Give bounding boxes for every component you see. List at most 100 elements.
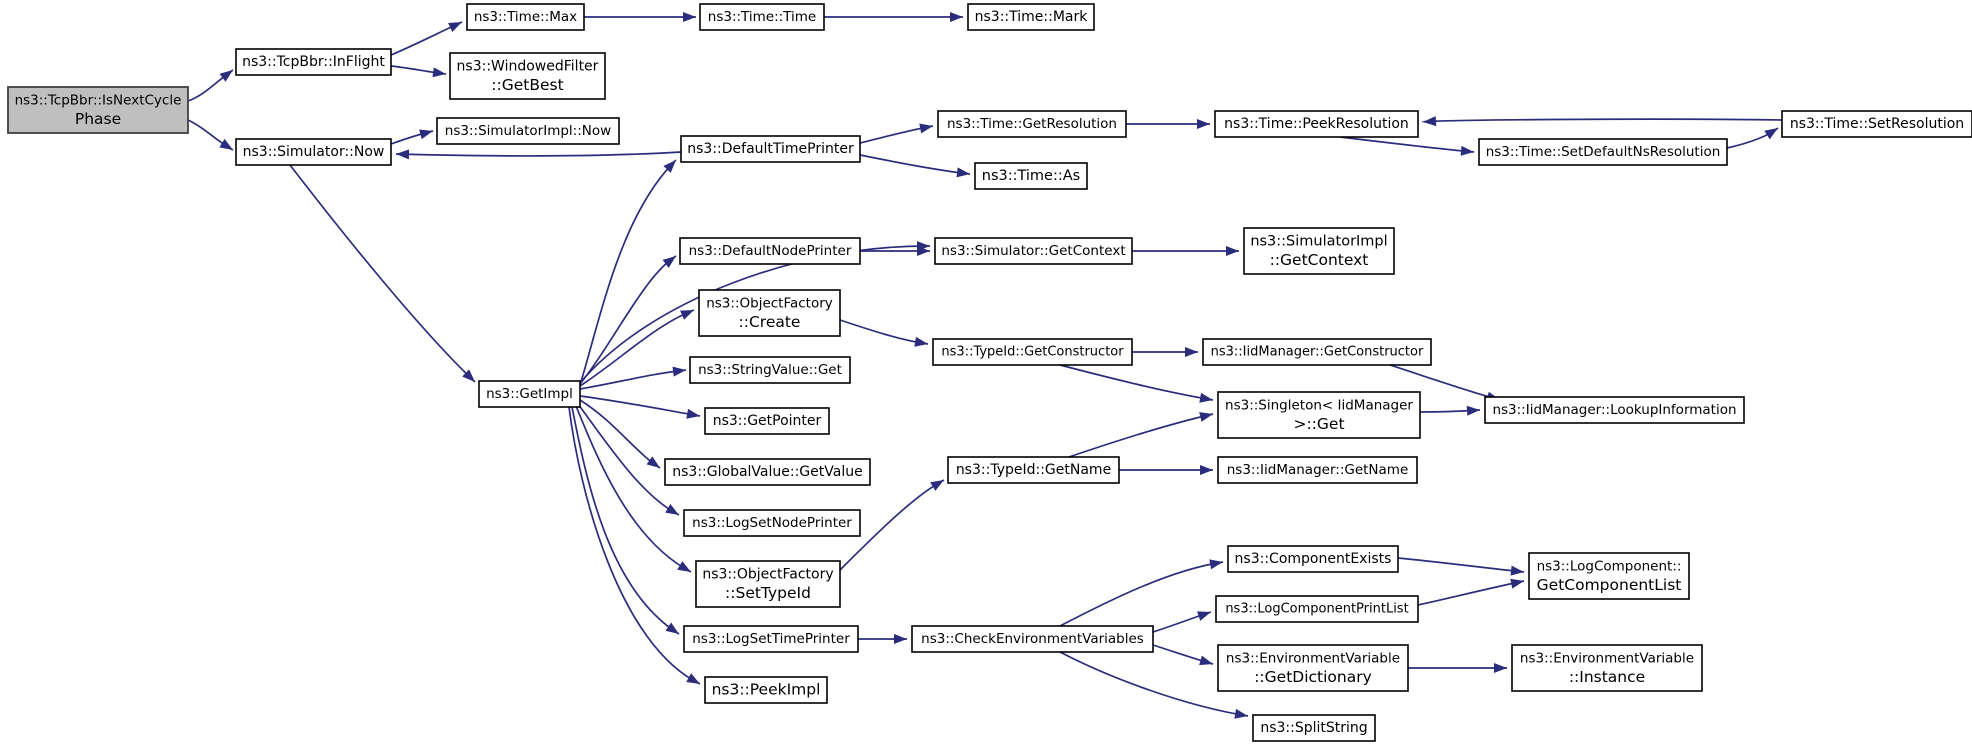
node-box[interactable] (699, 3, 825, 31)
node-box[interactable] (1252, 714, 1376, 742)
graph-node-time-peekresolution[interactable]: ns3::Time::PeekResolution (1214, 110, 1419, 138)
graph-node-time-mark[interactable]: ns3::Time::Mark (967, 3, 1095, 31)
arrowhead-icon (1197, 611, 1211, 621)
graph-node-logsettimeprinter[interactable]: ns3::LogSetTimePrinter (683, 625, 859, 653)
graph-node-iidmanager-getname[interactable]: ns3::IidManager::GetName (1217, 456, 1418, 484)
node-box[interactable] (1781, 110, 1972, 138)
graph-node-time-as[interactable]: ns3::Time::As (974, 162, 1088, 190)
graph-node-simulatorimpl-getcontext[interactable]: ns3::SimulatorImpl::GetContext (1243, 227, 1395, 275)
node-box[interactable] (1214, 110, 1419, 138)
node-box[interactable] (932, 338, 1133, 366)
node-box[interactable] (934, 237, 1133, 265)
node-box[interactable] (235, 48, 392, 76)
node-box[interactable] (1478, 138, 1728, 166)
graph-node-simulator-now[interactable]: ns3::Simulator::Now (235, 138, 392, 166)
graph-node-typeid-getconstructor[interactable]: ns3::TypeId::GetConstructor (932, 338, 1133, 366)
graph-node-getimpl[interactable]: ns3::GetImpl (478, 380, 581, 408)
arrowhead-icon (663, 160, 676, 173)
graph-node-defaulttimeprinter[interactable]: ns3::DefaultTimePrinter (680, 135, 861, 163)
node-box[interactable] (704, 676, 828, 704)
graph-node-singleton-iidmanager-get[interactable]: ns3::Singleton< IidManager>::Get (1217, 391, 1421, 439)
node-box[interactable] (1217, 644, 1409, 692)
node-box[interactable] (1202, 338, 1432, 366)
graph-node-iidmanager-getconstructor[interactable]: ns3::IidManager::GetConstructor (1202, 338, 1432, 366)
node-box[interactable] (436, 117, 620, 145)
node-box[interactable] (695, 560, 841, 608)
graph-node-time-setresolution[interactable]: ns3::Time::SetResolution (1781, 110, 1972, 138)
node-box[interactable] (698, 289, 841, 337)
node-box[interactable] (1227, 545, 1399, 573)
node-box[interactable] (1215, 595, 1419, 623)
arrowhead-icon (1199, 655, 1213, 666)
graph-node-objectfactory-create[interactable]: ns3::ObjectFactory::Create (698, 289, 841, 337)
node-box[interactable] (680, 135, 861, 163)
graph-node-componentexists[interactable]: ns3::ComponentExists (1227, 545, 1399, 573)
node-box[interactable] (911, 625, 1154, 653)
node-box[interactable] (235, 138, 392, 166)
edge-getimpl-to-objectfactory-settypeid (575, 405, 692, 573)
arrowhead-icon (1423, 116, 1437, 127)
graph-node-getpointer[interactable]: ns3::GetPointer (704, 407, 830, 435)
node-box[interactable] (1243, 227, 1395, 275)
node-box[interactable] (1217, 456, 1418, 484)
arrowhead-icon (930, 480, 944, 491)
graph-node-time-setdefaultnsresolution[interactable]: ns3::Time::SetDefaultNsResolution (1478, 138, 1728, 166)
node-box[interactable] (947, 456, 1120, 484)
node-box[interactable] (449, 52, 606, 100)
node-box[interactable] (679, 237, 861, 265)
graph-node-simulator-getcontext[interactable]: ns3::Simulator::GetContext (934, 237, 1133, 265)
graph-node-time-time[interactable]: ns3::Time::Time (699, 3, 825, 31)
graph-node-typeid-getname[interactable]: ns3::TypeId::GetName (947, 456, 1120, 484)
node-box[interactable] (704, 407, 830, 435)
edge-objectfactory-create-to-typeid-getconstructor (839, 319, 929, 345)
node-box[interactable] (1511, 644, 1703, 692)
graph-node-logcomponentprintlist[interactable]: ns3::LogComponentPrintList (1215, 595, 1419, 623)
arrowhead-icon (1460, 145, 1474, 156)
edge-getimpl-to-globalvalue-getvalue (579, 399, 661, 469)
graph-node-stringvalue-get[interactable]: ns3::StringValue::Get (689, 356, 851, 384)
edge-getimpl-to-simulator-getcontext (579, 245, 931, 384)
graph-node-tcpbbr-inflight[interactable]: ns3::TcpBbr::InFlight (235, 48, 392, 76)
edge-layer (187, 12, 1783, 719)
node-box[interactable] (974, 162, 1088, 190)
node-box[interactable] (683, 509, 861, 537)
node-box[interactable] (689, 356, 851, 384)
node-box[interactable] (664, 458, 871, 486)
arrowhead-icon (1226, 246, 1239, 256)
graph-node-checkenvironmentvariables[interactable]: ns3::CheckEnvironmentVariables (911, 625, 1154, 653)
edge-getimpl-to-objectfactory-create (579, 309, 695, 387)
graph-node-environmentvariable-getdictionary[interactable]: ns3::EnvironmentVariable::GetDictionary (1217, 644, 1409, 692)
node-box[interactable] (478, 380, 581, 408)
node-box[interactable] (1217, 391, 1421, 439)
node-box[interactable] (1528, 552, 1690, 600)
node-box[interactable] (7, 86, 189, 134)
graph-node-iidmanager-lookupinformation[interactable]: ns3::IidManager::LookupInformation (1484, 396, 1745, 424)
graph-node-windowedfilter-getbest[interactable]: ns3::WindowedFilter::GetBest (449, 52, 606, 100)
graph-node-time-getresolution[interactable]: ns3::Time::GetResolution (937, 110, 1127, 138)
graph-node-objectfactory-settypeid[interactable]: ns3::ObjectFactory::SetTypeId (695, 560, 841, 608)
arrowhead-icon (1466, 405, 1480, 416)
node-box[interactable] (937, 110, 1127, 138)
graph-node-peekimpl[interactable]: ns3::PeekImpl (704, 676, 828, 704)
arrowhead-icon (665, 622, 679, 634)
arrowhead-icon (646, 456, 660, 468)
arrowhead-icon (1494, 663, 1507, 673)
edge-getimpl-to-stringvalue-get (579, 369, 687, 390)
edge-checkenvironmentvariables-to-componentexists (1059, 561, 1224, 627)
arrowhead-icon (1185, 347, 1198, 357)
graph-node-environmentvariable-instance[interactable]: ns3::EnvironmentVariable::Instance (1511, 644, 1703, 692)
edge-time-peekresolution-to-time-setdefaultnsresolution (1339, 136, 1475, 153)
node-box[interactable] (1484, 396, 1745, 424)
arrowhead-icon (919, 123, 933, 134)
graph-node-defaultnodeprinter[interactable]: ns3::DefaultNodePrinter (679, 237, 861, 265)
graph-node-time-max[interactable]: ns3::Time::Max (466, 3, 585, 31)
node-box[interactable] (683, 625, 859, 653)
node-box[interactable] (967, 3, 1095, 31)
node-box[interactable] (466, 3, 585, 31)
graph-node-logsetnodeprinter[interactable]: ns3::LogSetNodePrinter (683, 509, 861, 537)
graph-node-splitstring[interactable]: ns3::SplitString (1252, 714, 1376, 742)
graph-node-simulatorimpl-now[interactable]: ns3::SimulatorImpl::Now (436, 117, 620, 145)
graph-node-globalvalue-getvalue[interactable]: ns3::GlobalValue::GetValue (664, 458, 871, 486)
graph-node-logcomponent-getcomponentlist[interactable]: ns3::LogComponent::GetComponentList (1528, 552, 1690, 600)
